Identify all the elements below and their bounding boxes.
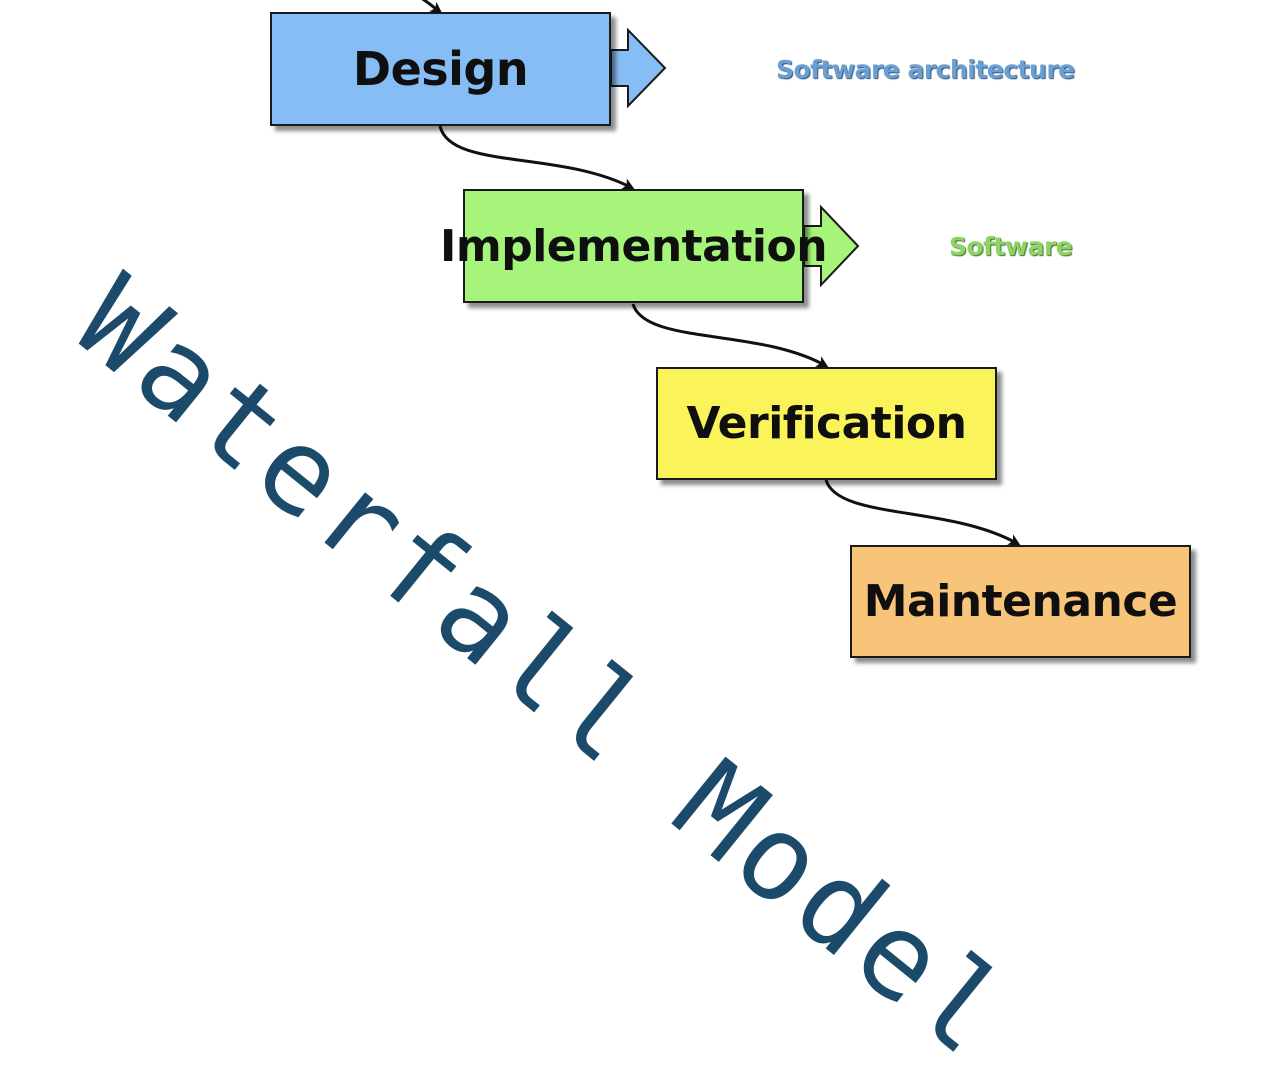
phase-maintenance-label: Maintenance <box>863 576 1178 627</box>
arrow-design-to-implementation <box>438 125 635 190</box>
design-output-arrow-icon <box>610 27 667 109</box>
waterfall-diagram: Design Implementation Verification Maint… <box>51 0 1191 1085</box>
phase-verification-box: Verification <box>656 367 997 480</box>
phase-implementation-label: Implementation <box>439 220 828 272</box>
arrow-requirements-to-design <box>421 0 443 14</box>
phase-verification-label: Verification <box>686 398 967 449</box>
design-output-label: Software architecture <box>776 55 1075 84</box>
phase-implementation-box: Implementation <box>440 189 828 303</box>
implementation-output-label: Software <box>949 232 1073 261</box>
arrow-verification-to-maintenance <box>824 479 1021 546</box>
arrow-implementation-to-verification <box>631 303 829 368</box>
implementation-output-arrow-icon <box>803 204 860 288</box>
phase-maintenance-box: Maintenance <box>850 545 1191 658</box>
connector-arrows <box>421 0 1021 546</box>
phase-design-box: Design <box>270 12 611 126</box>
phase-design-label: Design <box>352 42 529 96</box>
